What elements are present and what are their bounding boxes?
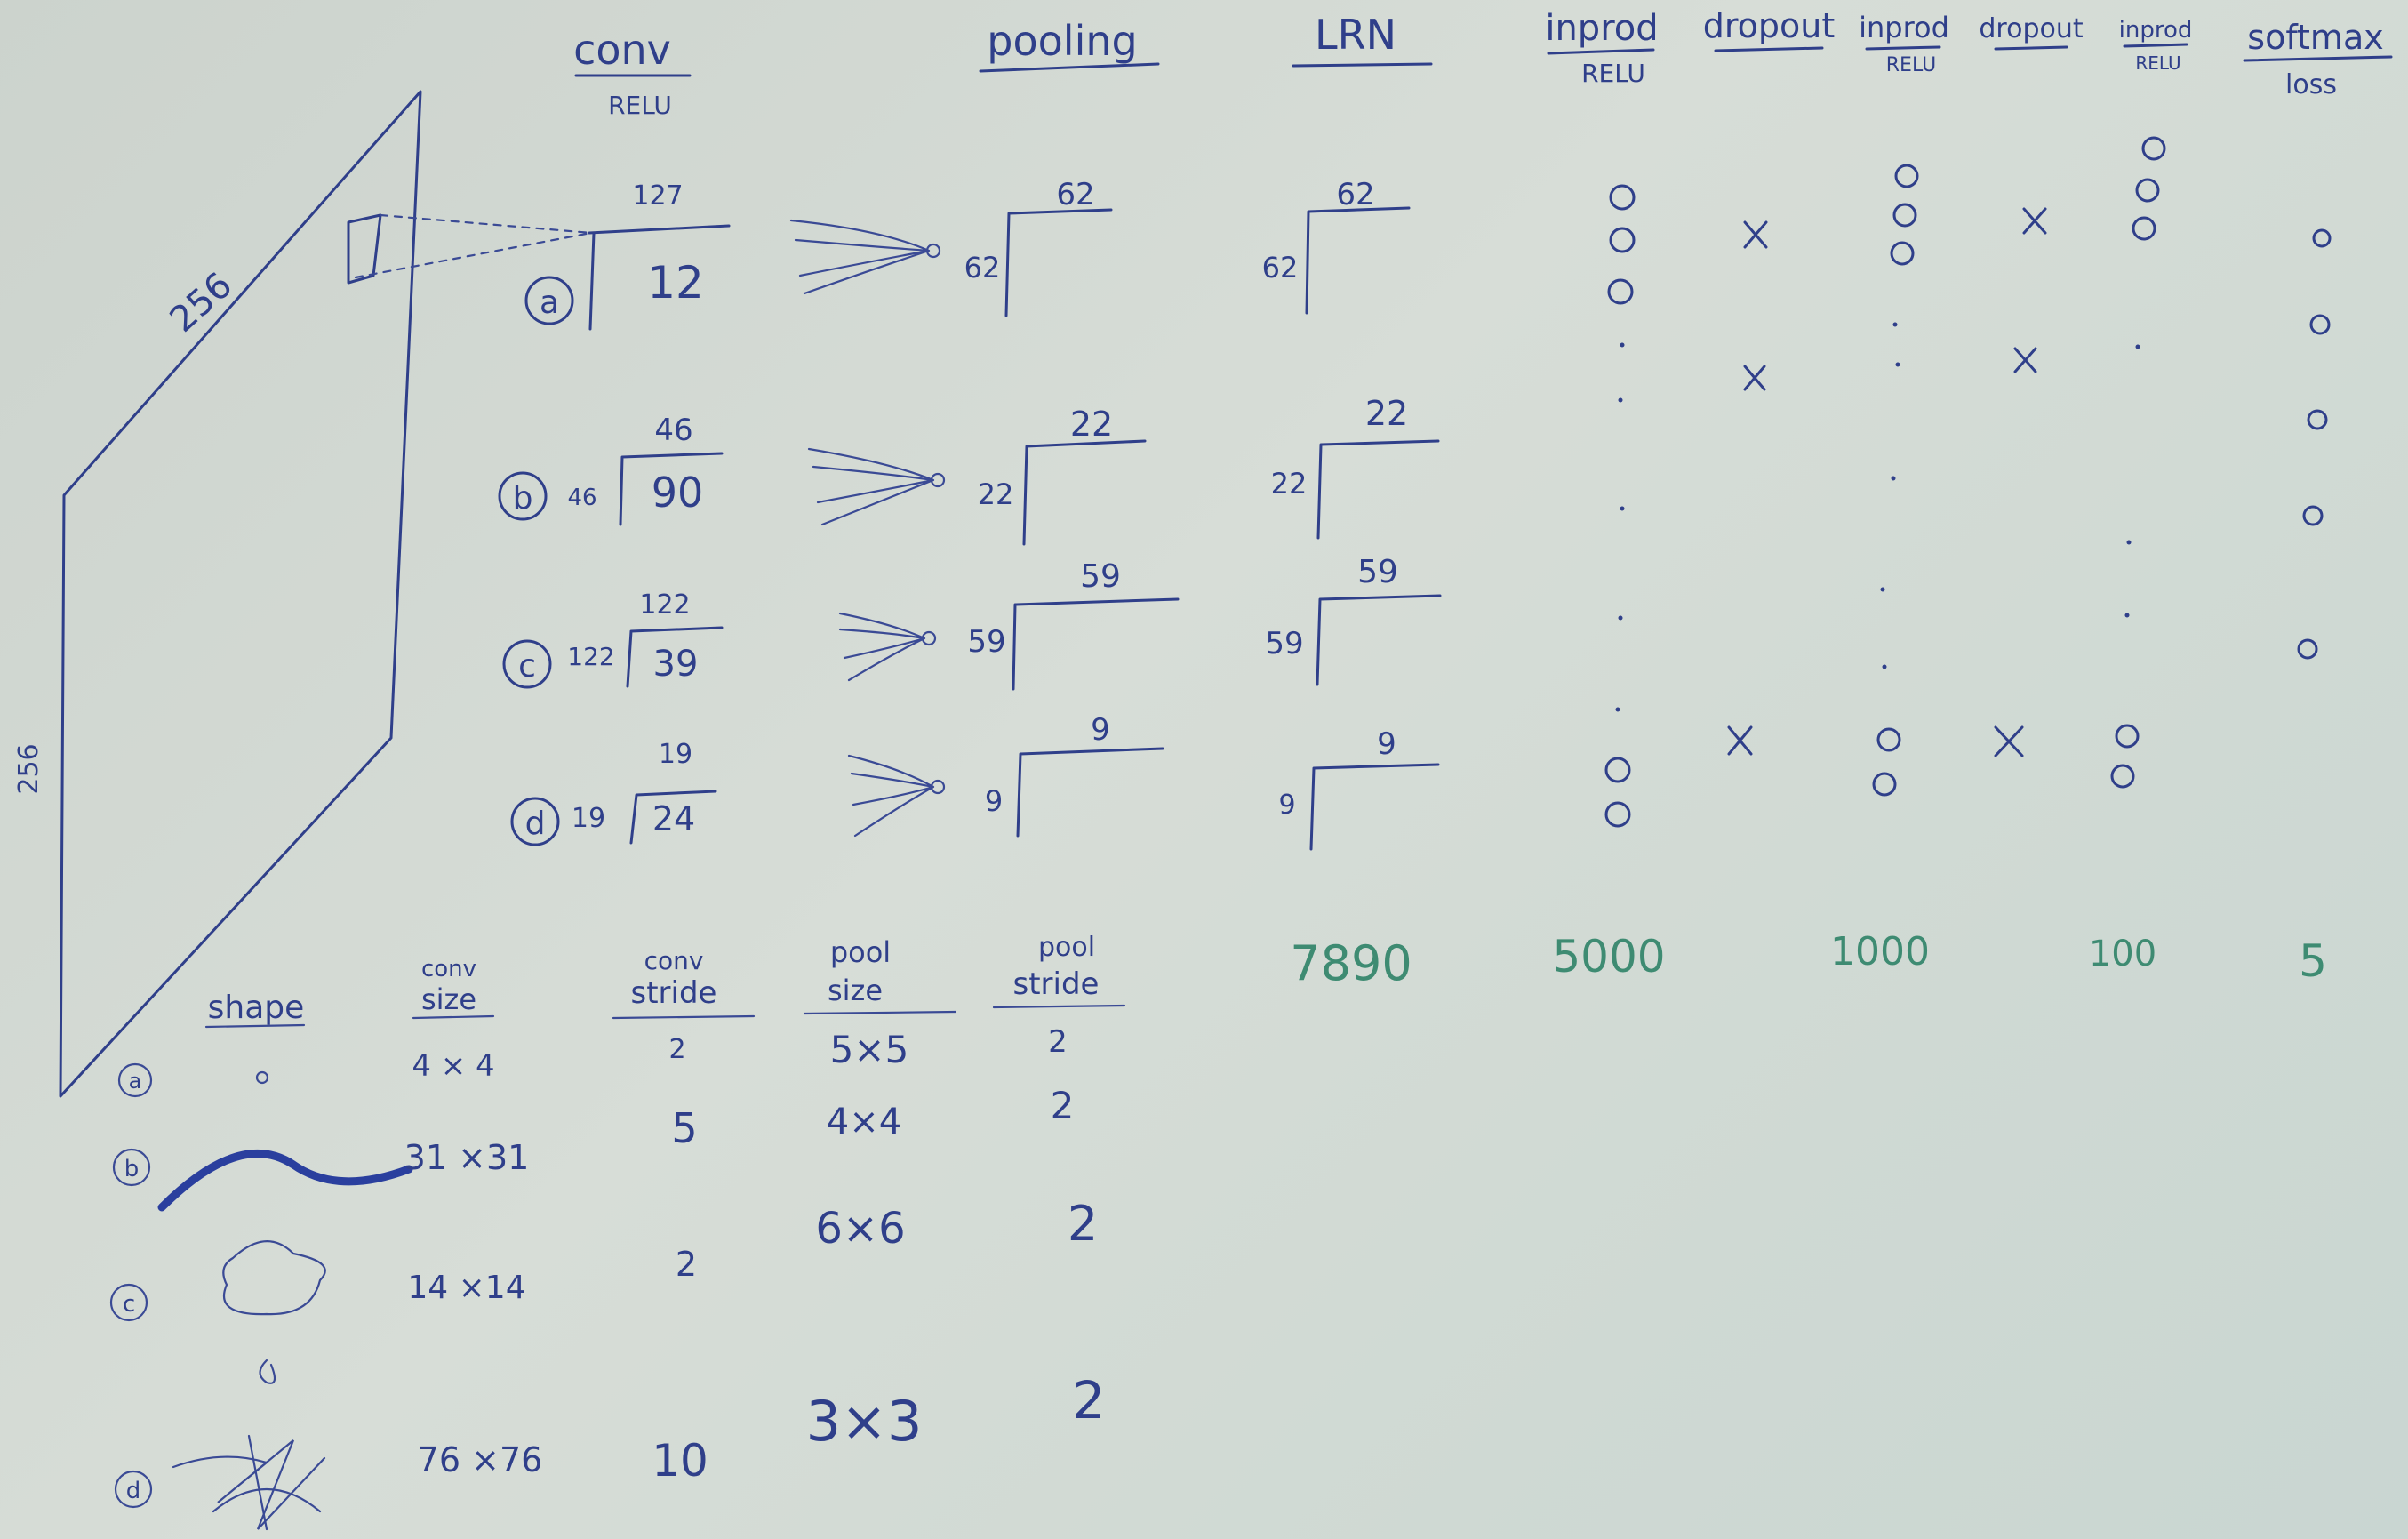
table-header-shape: shape <box>208 990 305 1026</box>
layer-size-inprod-3: 100 <box>2089 934 2156 974</box>
svg-text:d: d <box>525 806 546 842</box>
row-a-lrn-top: 62 <box>1336 177 1374 212</box>
header-dropout-1: dropout <box>1703 6 1836 45</box>
row-c-pool-top: 59 <box>1080 558 1121 595</box>
table-header-conv-stride: conv <box>644 946 704 975</box>
row-d-conv-value: 24 <box>652 799 695 838</box>
row-d: d 19 19 24 9 9 9 9 <box>510 712 1440 851</box>
svg-text:c: c <box>123 1291 135 1318</box>
row-d-conv-top: 19 <box>659 739 692 770</box>
header-inprod-3: inprod <box>2119 17 2193 44</box>
row-b-lrn-top: 22 <box>1365 394 1408 433</box>
table-header-conv: conv <box>421 956 476 982</box>
row-c-conv-side: 122 <box>567 642 614 671</box>
svg-text:stride: stride <box>1013 966 1100 1002</box>
row-a-conv-size: 4 × 4 <box>412 1048 494 1084</box>
svg-text:b: b <box>513 480 533 517</box>
row-d-pool-side: 9 <box>985 784 1003 818</box>
header-inprod-3-relu: RELU <box>2135 52 2180 74</box>
header-softmax: softmax <box>2247 18 2383 57</box>
row-b-conv-top: 46 <box>654 413 692 448</box>
layer-size-lrn: 7890 <box>1290 935 1412 991</box>
row-a-pool-side: 62 <box>964 251 1001 285</box>
header-conv-relu: RELU <box>608 91 672 120</box>
row-c-pool-size: 6×6 <box>815 1204 905 1254</box>
row-b-pool-size: 4×4 <box>827 1102 901 1142</box>
row-c-lrn-top: 59 <box>1357 554 1398 590</box>
row-b-conv-side: 46 <box>567 485 596 511</box>
header-conv: conv <box>573 26 671 74</box>
row-d-conv-side: 19 <box>572 803 605 834</box>
svg-text:stride: stride <box>631 975 717 1011</box>
header-dropout-2: dropout <box>1979 13 2083 44</box>
neuron-columns <box>1604 136 2332 828</box>
layer-size-softmax: 5 <box>2299 935 2327 987</box>
row-a-conv-stride: 2 <box>668 1034 685 1065</box>
row-c-lrn-side: 59 <box>1265 626 1303 661</box>
row-d-lrn-side: 9 <box>1278 790 1295 821</box>
row-b: b 46 46 90 22 22 22 22 <box>498 394 1440 546</box>
image-height-label: 256 <box>13 743 44 794</box>
layer-size-inprod-1: 5000 <box>1552 931 1665 982</box>
row-c-pool-side: 59 <box>967 624 1005 660</box>
header-lrn: LRN <box>1315 11 1396 59</box>
header-inprod-2-relu: RELU <box>1886 54 1936 76</box>
row-a-pool-top: 62 <box>1056 177 1094 212</box>
row-b-lrn-side: 22 <box>1271 467 1308 501</box>
row-b-conv-value: 90 <box>652 469 704 517</box>
row-d-conv-size: 76 ×76 <box>418 1440 543 1479</box>
row-a: a 127 12 62 62 62 62 <box>524 177 1411 331</box>
image-plane: 256 256 <box>13 90 593 1098</box>
row-b-pool-side: 22 <box>978 477 1014 511</box>
row-c-conv-size: 14 ×14 <box>407 1270 525 1306</box>
svg-text:b: b <box>124 1156 140 1182</box>
row-d-pool-stride: 2 <box>1073 1370 1106 1431</box>
row-b-pool-stride: 2 <box>1051 1084 1075 1127</box>
row-a-pool-stride: 2 <box>1048 1024 1068 1060</box>
svg-text:a: a <box>540 285 559 321</box>
header-pooling: pooling <box>987 17 1137 65</box>
row-c-conv-value: 39 <box>653 644 699 685</box>
row-d-pool-size: 3×3 <box>806 1389 923 1454</box>
params-table: shape conv size conv stride pool size po… <box>109 932 1126 1531</box>
row-d-conv-stride: 10 <box>652 1435 708 1487</box>
row-d-lrn-top: 9 <box>1377 726 1396 762</box>
row-b-conv-stride: 5 <box>671 1104 697 1152</box>
row-c-pool-stride: 2 <box>1068 1196 1098 1252</box>
layer-sizes: 7890 5000 1000 100 5 <box>1290 929 2327 991</box>
row-a-lrn-side: 62 <box>1262 251 1299 285</box>
layer-size-inprod-2: 1000 <box>1830 929 1930 974</box>
row-a-conv-value: 12 <box>647 257 704 309</box>
row-c-conv-stride: 2 <box>676 1245 697 1284</box>
column-headers: conv RELU pooling LRN inprod RELU dropou… <box>573 6 2393 120</box>
image-width-label: 256 <box>163 265 241 341</box>
header-softmax-loss: loss <box>2285 69 2337 100</box>
row-a-conv-top: 127 <box>632 180 683 212</box>
row-a-pool-size: 5×5 <box>830 1028 909 1071</box>
row-c-conv-top: 122 <box>639 589 690 621</box>
header-inprod-1-relu: RELU <box>1581 59 1645 88</box>
row-b-conv-size: 31 ×31 <box>404 1138 530 1177</box>
header-inprod-1: inprod <box>1545 8 1658 49</box>
table-header-conv-size: size <box>421 982 476 1016</box>
svg-text:c: c <box>518 648 536 685</box>
header-inprod-2: inprod <box>1859 11 1949 44</box>
svg-text:a: a <box>129 1069 142 1094</box>
row-c: c 122 122 39 59 59 59 59 <box>502 554 1442 691</box>
table-header-pool-size: pool <box>830 935 891 969</box>
row-b-pool-top: 22 <box>1070 405 1113 444</box>
table-header-pool-stride: pool <box>1038 932 1095 963</box>
svg-text:size: size <box>828 974 883 1007</box>
row-d-pool-top: 9 <box>1091 712 1110 748</box>
svg-text:d: d <box>126 1478 141 1504</box>
